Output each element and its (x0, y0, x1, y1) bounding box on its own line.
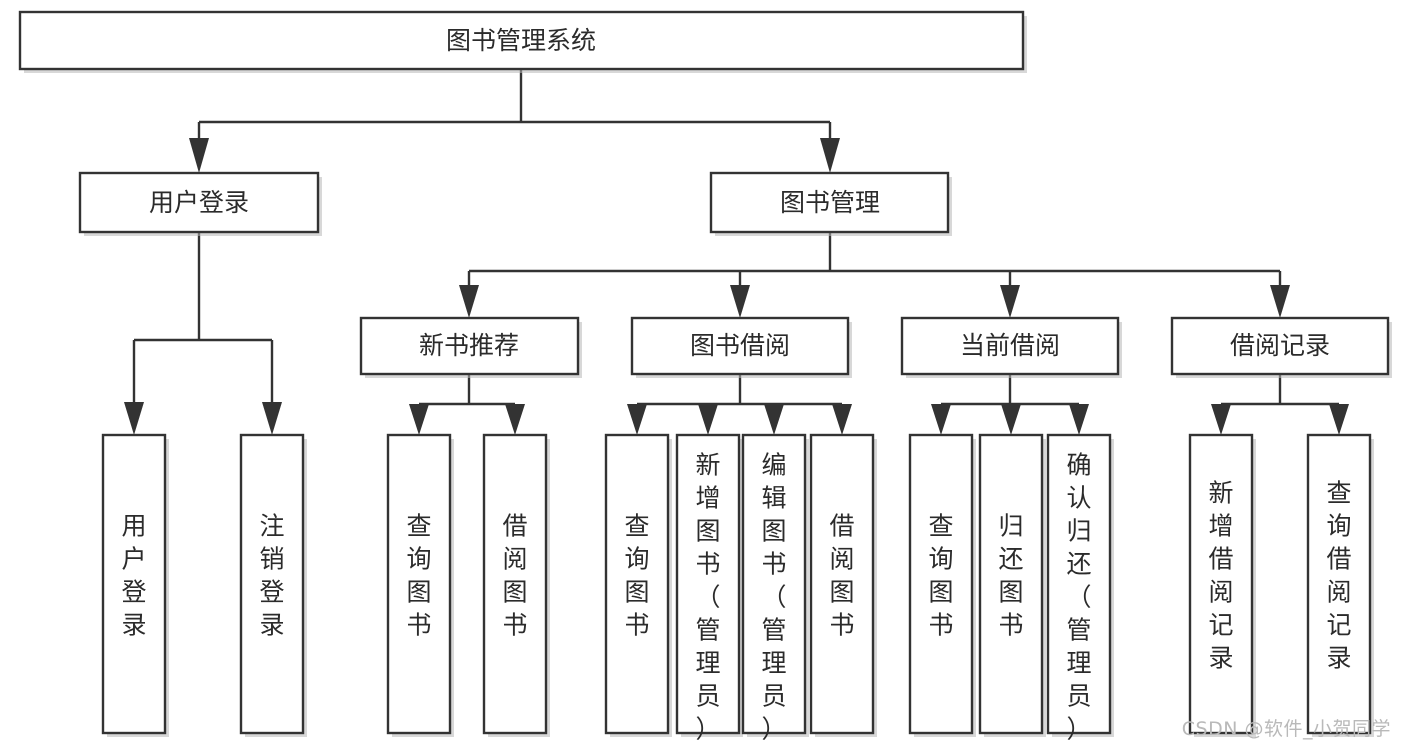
arrow-to-borrow-record (1270, 285, 1290, 318)
new-book-rec-label: 新书推荐 (419, 331, 519, 360)
leaf-query-book-2-label: 查询图书 (624, 512, 649, 640)
leaf-layer: 用户登录 注销登录 查询图书 借阅图书 查询图书 新增图书（管理员） 编辑图书（管理员） 借阅… (101, 433, 1374, 744)
arrow-to-leaf-return-book (1001, 404, 1021, 435)
arrow-to-leaf-edit-book (764, 404, 784, 435)
leaf-borrow-book-1-label: 借阅图书 (502, 512, 527, 640)
node-current-borrow[interactable]: 当前借阅 (900, 316, 1122, 378)
arrow-to-current-borrow (1000, 285, 1020, 318)
arrow-to-user-login (189, 138, 209, 173)
arrow-to-leaf-query-book-2 (627, 404, 647, 435)
leaf-confirm-return-label: 确认归还（管理员） (1066, 451, 1091, 744)
leaf-borrow-book-2[interactable]: 借阅图书 (809, 433, 877, 737)
leaf-borrow-book-2-rect (809, 433, 875, 735)
connector-layer (124, 69, 1349, 435)
leaf-query-record-label: 查询借阅记录 (1326, 479, 1351, 673)
leaf-return-book-rect (978, 433, 1044, 735)
user-login-rect (78, 171, 320, 234)
leaf-user-login-label: 用户登录 (121, 512, 146, 640)
arrow-to-leaf-add-book (698, 404, 718, 435)
leaf-user-login[interactable]: 用户登录 (101, 433, 169, 737)
leaf-query-book-2[interactable]: 查询图书 (604, 433, 672, 737)
book-manage-label: 图书管理 (780, 188, 880, 217)
node-borrow-record[interactable]: 借阅记录 (1170, 316, 1392, 378)
arrow-to-leaf-borrow-book-2 (832, 404, 852, 435)
book-borrow-label: 图书借阅 (690, 331, 790, 360)
node-book-borrow[interactable]: 图书借阅 (630, 316, 852, 378)
leaf-query-book-3-rect (908, 433, 974, 735)
arrow-to-leaf-query-book-1 (409, 404, 429, 435)
leaf-edit-book-rect (741, 433, 807, 735)
borrow-record-label: 借阅记录 (1230, 331, 1330, 360)
leaf-query-book-3[interactable]: 查询图书 (908, 433, 976, 737)
leaf-query-record-rect (1306, 433, 1372, 735)
leaf-logout-label: 注销登录 (259, 512, 284, 640)
node-new-book-rec[interactable]: 新书推荐 (359, 316, 582, 378)
leaf-query-book-1-rect (386, 433, 452, 735)
node-root[interactable]: 图书管理系统 (18, 10, 1027, 73)
leaf-add-book-rect (675, 433, 741, 735)
root-label: 图书管理系统 (446, 26, 596, 55)
leaf-borrow-book-2-label: 借阅图书 (829, 512, 854, 640)
book-borrow-rect (630, 316, 850, 376)
arrow-to-book-manage (820, 138, 840, 173)
arrow-to-book-borrow (730, 285, 750, 318)
leaf-confirm-return[interactable]: 确认归还（管理员） (1046, 433, 1114, 744)
leaf-edit-book[interactable]: 编辑图书（管理员） (741, 433, 809, 744)
leaf-borrow-book-1-rect (482, 433, 548, 735)
arrow-to-leaf-borrow-book-1 (505, 404, 525, 435)
leaf-logout[interactable]: 注销登录 (239, 433, 307, 737)
watermark-text: CSDN @软件_小贺同学 (1181, 718, 1391, 740)
leaf-return-book[interactable]: 归还图书 (978, 433, 1046, 737)
book-manage-rect (709, 171, 950, 234)
leaf-add-record[interactable]: 新增借阅记录 (1188, 433, 1256, 737)
leaf-add-book[interactable]: 新增图书（管理员） (675, 433, 743, 744)
leaf-edit-book-label: 编辑图书（管理员） (761, 451, 786, 744)
user-login-label: 用户登录 (149, 188, 249, 217)
borrow-record-rect (1170, 316, 1390, 376)
leaf-logout-rect (239, 433, 305, 735)
leaf-add-record-label: 新增借阅记录 (1208, 479, 1233, 673)
arrow-to-leaf-confirm-return (1069, 404, 1089, 435)
current-borrow-rect (900, 316, 1120, 376)
leaf-confirm-return-rect (1046, 433, 1112, 735)
leaf-add-record-rect (1188, 433, 1254, 735)
arrow-to-leaf-query-record (1329, 404, 1349, 435)
arrow-to-new-book-rec (459, 285, 479, 318)
leaf-query-record[interactable]: 查询借阅记录 (1306, 433, 1374, 737)
current-borrow-label: 当前借阅 (960, 331, 1060, 360)
leaf-add-book-label: 新增图书（管理员） (695, 451, 720, 744)
arrow-to-leaf-query-book-3 (931, 404, 951, 435)
leaf-query-book-2-rect (604, 433, 670, 735)
leaf-borrow-book-1[interactable]: 借阅图书 (482, 433, 550, 737)
leaf-return-book-label: 归还图书 (998, 512, 1023, 640)
new-book-rec-rect (359, 316, 580, 376)
leaf-query-book-1[interactable]: 查询图书 (386, 433, 454, 737)
arrow-to-leaf-add-record (1211, 404, 1231, 435)
arrow-to-leaf-user-login (124, 402, 144, 435)
arrow-to-leaf-logout (262, 402, 282, 435)
leaf-query-book-1-label: 查询图书 (406, 512, 431, 640)
leaf-user-login-rect (101, 433, 167, 735)
node-book-manage[interactable]: 图书管理 (709, 171, 952, 236)
node-user-login[interactable]: 用户登录 (78, 171, 322, 236)
root-rect (18, 10, 1025, 71)
leaf-query-book-3-label: 查询图书 (928, 512, 953, 640)
